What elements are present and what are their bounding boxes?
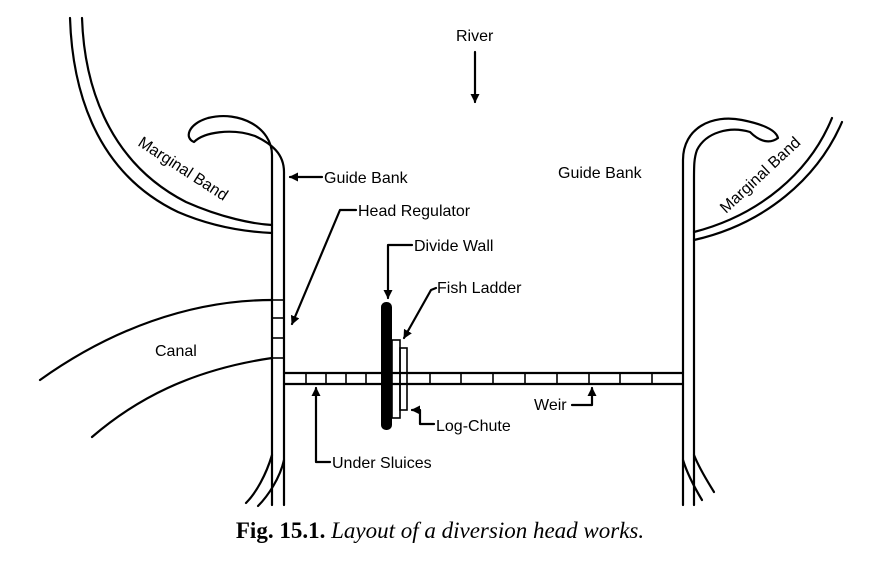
weir <box>282 371 685 386</box>
divide-wall-pointer <box>383 243 414 300</box>
label-fish-ladder: Fish Ladder <box>437 280 522 297</box>
log-chute-pointer <box>410 405 436 426</box>
weir-pointer <box>570 386 597 407</box>
label-head-regulator: Head Regulator <box>358 203 471 220</box>
label-under-sluices: Under Sluices <box>332 455 432 472</box>
fish-ladder <box>391 339 408 419</box>
head-regulator-gates <box>272 299 284 359</box>
head-regulator-pointer <box>290 208 358 326</box>
label-marginal-band-right: Marginal Band <box>717 134 804 217</box>
canal <box>38 298 274 439</box>
label-river: River <box>456 28 494 45</box>
right-guide-bank <box>681 117 780 507</box>
divide-wall <box>381 302 392 430</box>
left-guide-bank <box>187 115 286 508</box>
figure-caption: Fig. 15.1. Layout of a diversion head wo… <box>0 518 880 544</box>
under-sluices-pointer <box>311 386 332 464</box>
fish-ladder-pointer <box>402 286 438 340</box>
label-guide-bank-left: Guide Bank <box>324 170 409 187</box>
label-divide-wall: Divide Wall <box>414 238 493 255</box>
label-canal: Canal <box>155 343 197 360</box>
right-marginal-band <box>692 116 844 242</box>
figure-number: Fig. 15.1. <box>235 518 326 543</box>
label-log-chute: Log-Chute <box>436 418 511 435</box>
label-guide-bank-right: Guide Bank <box>558 165 643 182</box>
left-marginal-band <box>68 16 274 235</box>
label-weir: Weir <box>534 397 567 414</box>
figure-caption-text: Layout of a diversion head works. <box>331 518 645 543</box>
